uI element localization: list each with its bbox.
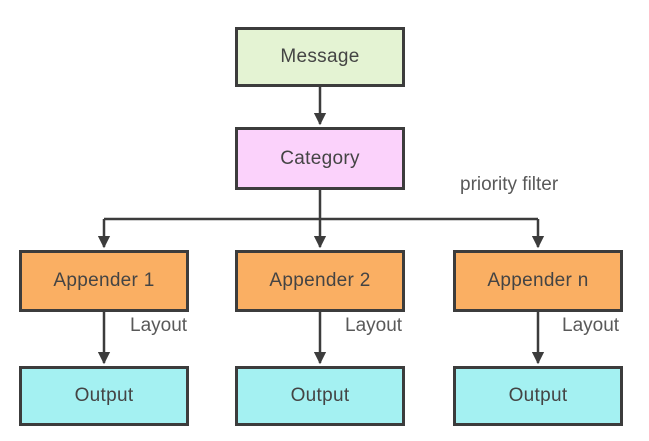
priority-filter-label: priority filter [460,174,559,195]
node-output-3: Output [453,366,623,426]
layout-label-1: Layout [130,315,188,336]
layout-label-2: Layout [345,315,403,336]
layout-label-3: Layout [562,315,620,336]
node-output-2: Output [235,366,405,426]
node-appender-n: Appender n [453,250,623,312]
node-output-1: Output [19,366,189,426]
node-appender-1: Appender 1 [19,250,189,312]
node-message: Message [235,27,405,87]
node-appender-2: Appender 2 [235,250,405,312]
node-category: Category [235,127,405,190]
